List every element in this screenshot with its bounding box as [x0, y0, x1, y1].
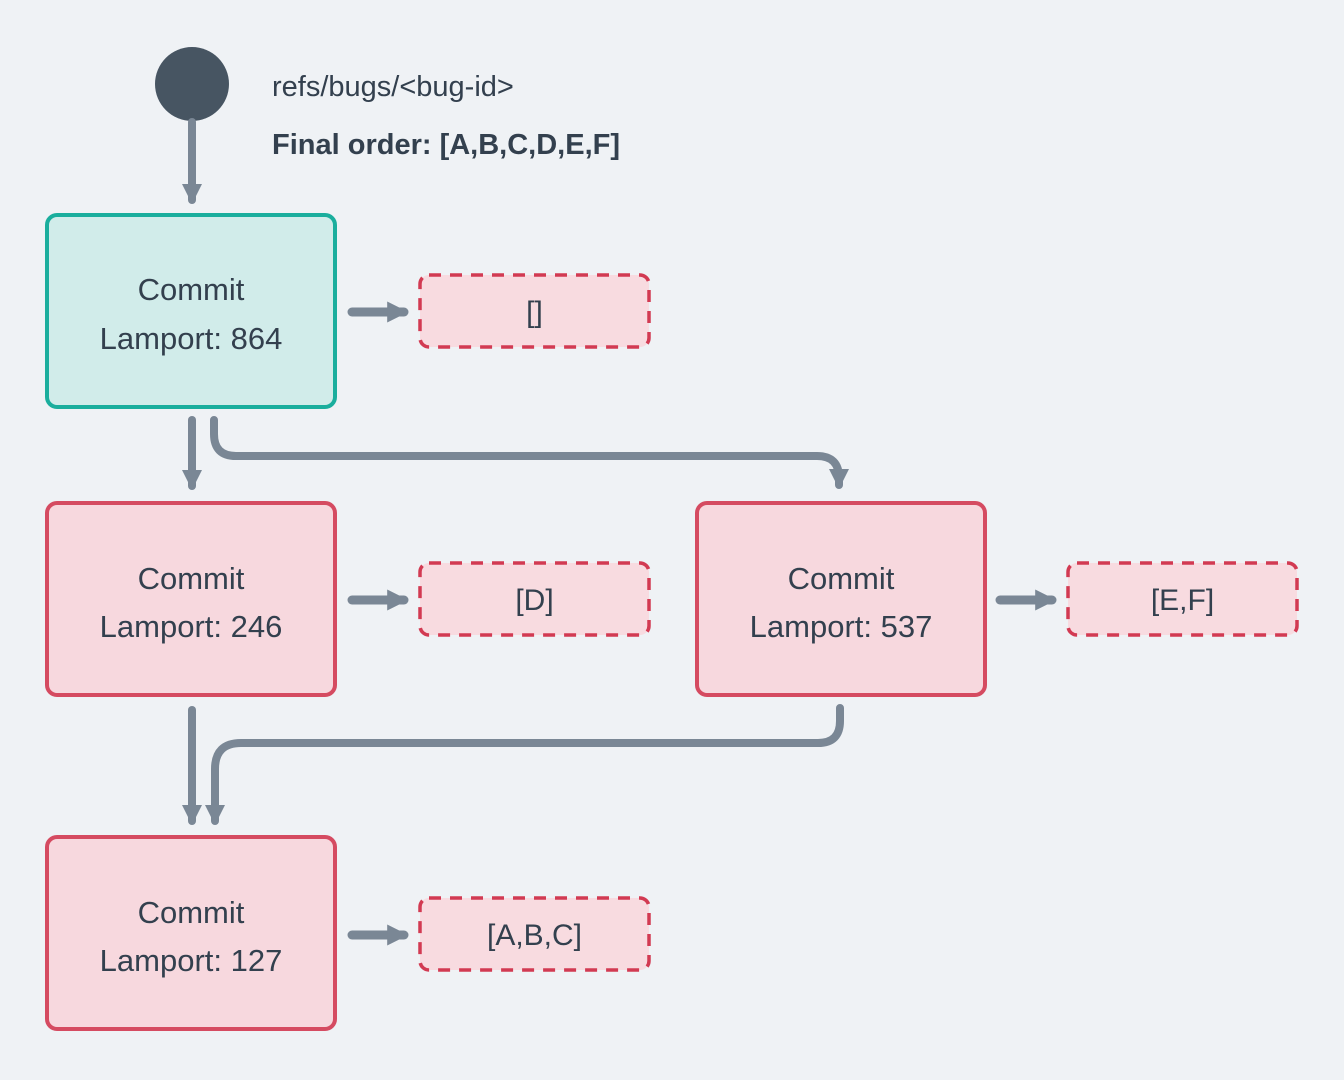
- payload-537-node: [E,F]: [1066, 561, 1299, 637]
- commit-864-box: [45, 213, 337, 409]
- payload-864-box: [418, 273, 651, 349]
- commit-864-title: Commit: [138, 272, 245, 307]
- final-order-label: Final order: [A,B,C,D,E,F]: [272, 129, 620, 161]
- branch-ref-label: refs/bugs/<bug-id>: [272, 71, 514, 103]
- payload-246-node: [D]: [418, 561, 651, 637]
- edge-commit537-to-commit127: [205, 704, 844, 825]
- payload-127-label: [A,B,C]: [487, 919, 582, 952]
- commit-537-title: Commit: [788, 561, 895, 596]
- payload-246-box: [418, 561, 651, 637]
- payload-246-label: [D]: [515, 584, 553, 617]
- payload-127-node: [A,B,C]: [418, 896, 651, 972]
- payload-864-node: []: [418, 273, 651, 349]
- edge-commit864-to-commit537: [210, 416, 849, 489]
- payload-537-label: [E,F]: [1151, 584, 1214, 617]
- commit-127-title: Commit: [138, 895, 245, 930]
- payload-537-box: [1066, 561, 1299, 637]
- payload-127-box: [418, 896, 651, 972]
- commit-537-lamport: Lamport: 537: [750, 609, 933, 644]
- commit-246-box: [45, 501, 337, 697]
- payload-864-label: []: [526, 296, 543, 329]
- commit-246-node: Commit Lamport: 246: [45, 501, 337, 697]
- commit-246-lamport: Lamport: 246: [100, 609, 283, 644]
- commit-537-box: [695, 501, 987, 697]
- commit-864-node: Commit Lamport: 864: [45, 213, 337, 409]
- commit-127-lamport: Lamport: 127: [100, 943, 283, 978]
- branch-ref-dot: [155, 47, 229, 121]
- commit-864-lamport: Lamport: 864: [100, 321, 283, 356]
- commit-127-box: [45, 835, 337, 1031]
- commit-246-title: Commit: [138, 561, 245, 596]
- branch-ref-header: refs/bugs/<bug-id> Final order: [A,B,C,D…: [155, 47, 620, 161]
- commit-127-node: Commit Lamport: 127: [45, 835, 337, 1031]
- commit-537-node: Commit Lamport: 537: [695, 501, 987, 697]
